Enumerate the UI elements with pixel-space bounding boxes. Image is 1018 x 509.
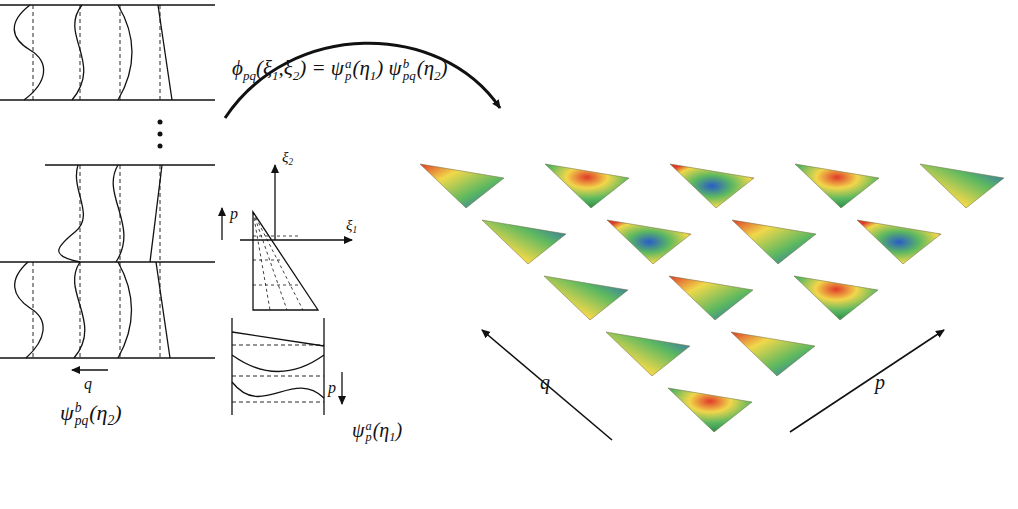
basis-triangle: [857, 220, 941, 264]
formula: p: [230, 206, 238, 222]
math-label: ) = ψ: [299, 56, 344, 80]
basis-triangle: [482, 220, 566, 264]
math-label: ,ξ: [278, 56, 292, 80]
math-label: (η: [373, 419, 390, 441]
math-label: p: [328, 379, 336, 396]
formula: q: [540, 372, 550, 392]
math-label: ): [441, 56, 448, 80]
math-label: (ξ: [256, 56, 272, 80]
basis-triangle: [544, 276, 628, 320]
superscript: a: [345, 58, 352, 70]
math-label: (η: [352, 56, 369, 80]
basis-triangle: [795, 164, 879, 208]
basis-triangle: [606, 332, 690, 376]
basis-triangle: [794, 276, 878, 320]
math-label: p: [875, 371, 885, 393]
formula: ξ1: [346, 218, 357, 236]
formula: ψap(η1): [352, 420, 402, 444]
script-stack: ap: [365, 421, 371, 445]
math-label: (η: [89, 400, 107, 425]
superscript: pq: [75, 415, 89, 428]
formula: ξ2: [282, 150, 293, 168]
math-label: ξ: [282, 149, 288, 165]
math-label: ξ: [346, 217, 352, 233]
formula: ψbpq(η2): [60, 402, 122, 428]
subscript: 1: [389, 430, 395, 444]
basis-triangle: [420, 164, 504, 208]
math-label: q: [84, 375, 92, 392]
math-label: ϕ: [232, 56, 243, 80]
math-label: ) ψ: [376, 56, 401, 80]
basis-triangle: [668, 388, 752, 432]
subscript: 1: [272, 68, 279, 83]
basis-triangle: [669, 276, 753, 320]
math-label: ψ: [352, 419, 364, 441]
superscript: a: [365, 421, 371, 433]
formula: p: [875, 372, 885, 392]
subscript: 2: [108, 413, 115, 428]
formula: p: [328, 380, 336, 396]
basis-triangle: [731, 332, 815, 376]
script-stack: ap: [345, 58, 352, 83]
basis-triangle: [607, 220, 691, 264]
formula: q: [84, 376, 92, 392]
script-stack: bpq: [75, 402, 89, 428]
basis-triangle: [920, 164, 1004, 208]
superscript: p: [345, 70, 352, 82]
subscript: 2: [434, 68, 441, 83]
math-label: ψ: [60, 400, 74, 425]
subscript: 1: [352, 225, 357, 235]
math-label: (η: [417, 56, 434, 80]
superscript: b: [403, 58, 416, 70]
superscript: pq: [403, 70, 416, 82]
subscript: 1: [370, 68, 377, 83]
math-label: q: [540, 371, 550, 393]
basis-triangle: [732, 220, 816, 264]
superscript: p: [365, 432, 371, 444]
superscript: b: [75, 402, 89, 415]
math-label: p: [230, 205, 238, 222]
subscript: 2: [293, 68, 300, 83]
math-label: ): [114, 400, 121, 425]
script-stack: bpq: [403, 58, 416, 83]
subscript: pq: [243, 68, 256, 83]
basis-triangle: [545, 164, 629, 208]
subscript: 2: [288, 157, 293, 167]
math-label: ): [395, 419, 402, 441]
basis-triangle: [670, 164, 754, 208]
formula: ϕpq(ξ1,ξ2) = ψap(η1) ψbpq(η2): [232, 58, 448, 83]
